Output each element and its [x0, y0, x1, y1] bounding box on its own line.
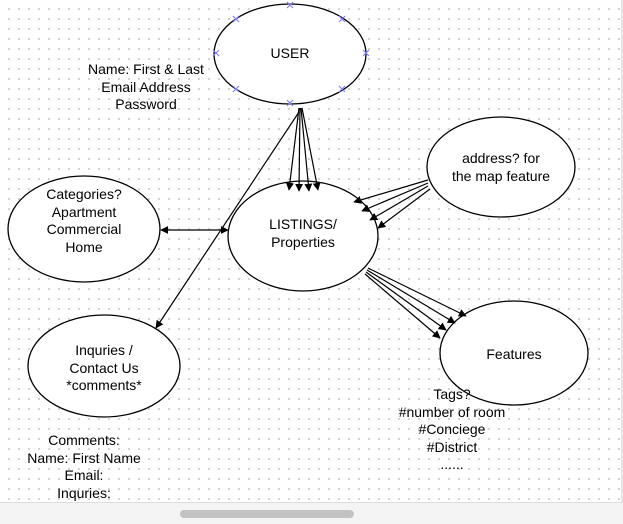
connector-arrow[interactable]: [364, 273, 441, 339]
categories-node[interactable]: [7, 175, 161, 283]
user-selection-handles[interactable]: [212, 1, 370, 107]
listings-node[interactable]: [227, 180, 379, 292]
connector-arrow[interactable]: [300, 107, 313, 192]
features-node[interactable]: [439, 300, 589, 406]
feature-tags-note: Tags? #number of room #Conciege #Distric…: [398, 386, 506, 472]
selection-handle: [286, 1, 294, 9]
address-node[interactable]: [426, 116, 576, 218]
selection-handle: [232, 85, 240, 93]
inquries-node-label: Inquries / Contact Us *comments*: [66, 342, 142, 393]
selection-handle: [212, 49, 220, 57]
listings-node-label: LISTINGS/ Properties: [269, 216, 337, 250]
user-to-inquries-arrow[interactable]: [155, 111, 300, 329]
canvas-right-edge: [621, 0, 623, 502]
diagram-canvas[interactable]: [0, 0, 623, 510]
inquries-node[interactable]: [27, 314, 181, 418]
selection-handle: [338, 15, 346, 23]
selection-handle: [286, 99, 294, 107]
connector-arrow[interactable]: [285, 107, 300, 191]
selection-handle: [338, 85, 346, 93]
connector-arrow[interactable]: [367, 267, 467, 317]
features-node-label: Features: [486, 346, 542, 362]
address-to-listings-arrows: [353, 179, 431, 229]
connector-arrow[interactable]: [369, 185, 429, 221]
connector-arrow[interactable]: [353, 179, 429, 204]
selection-handle: [232, 15, 240, 23]
categories-node-label: Categories? Apartment Commercial Home: [46, 186, 122, 255]
connector-arrow[interactable]: [361, 182, 429, 212]
comment-fields-note: Comments: Name: First Name Email: Inquri…: [27, 432, 141, 501]
connector-arrow[interactable]: [377, 188, 431, 229]
address-node-label: address? for the map feature: [451, 150, 551, 184]
horizontal-scrollbar[interactable]: [0, 502, 623, 524]
listings-to-features-arrows: [364, 267, 467, 339]
user-node[interactable]: [213, 3, 367, 105]
connector-arrow[interactable]: [365, 271, 447, 331]
scrollbar-thumb[interactable]: [180, 510, 354, 518]
user-node-label: USER: [270, 45, 310, 61]
connector-arrow[interactable]: [295, 107, 304, 192]
selection-handle: [362, 49, 370, 57]
user-fields-note: Name: First & Last Email Address Passwor…: [88, 61, 204, 112]
connector-arrow[interactable]: [301, 107, 321, 191]
user-to-listings-arrows: [285, 107, 321, 192]
connector-arrow[interactable]: [366, 269, 456, 324]
